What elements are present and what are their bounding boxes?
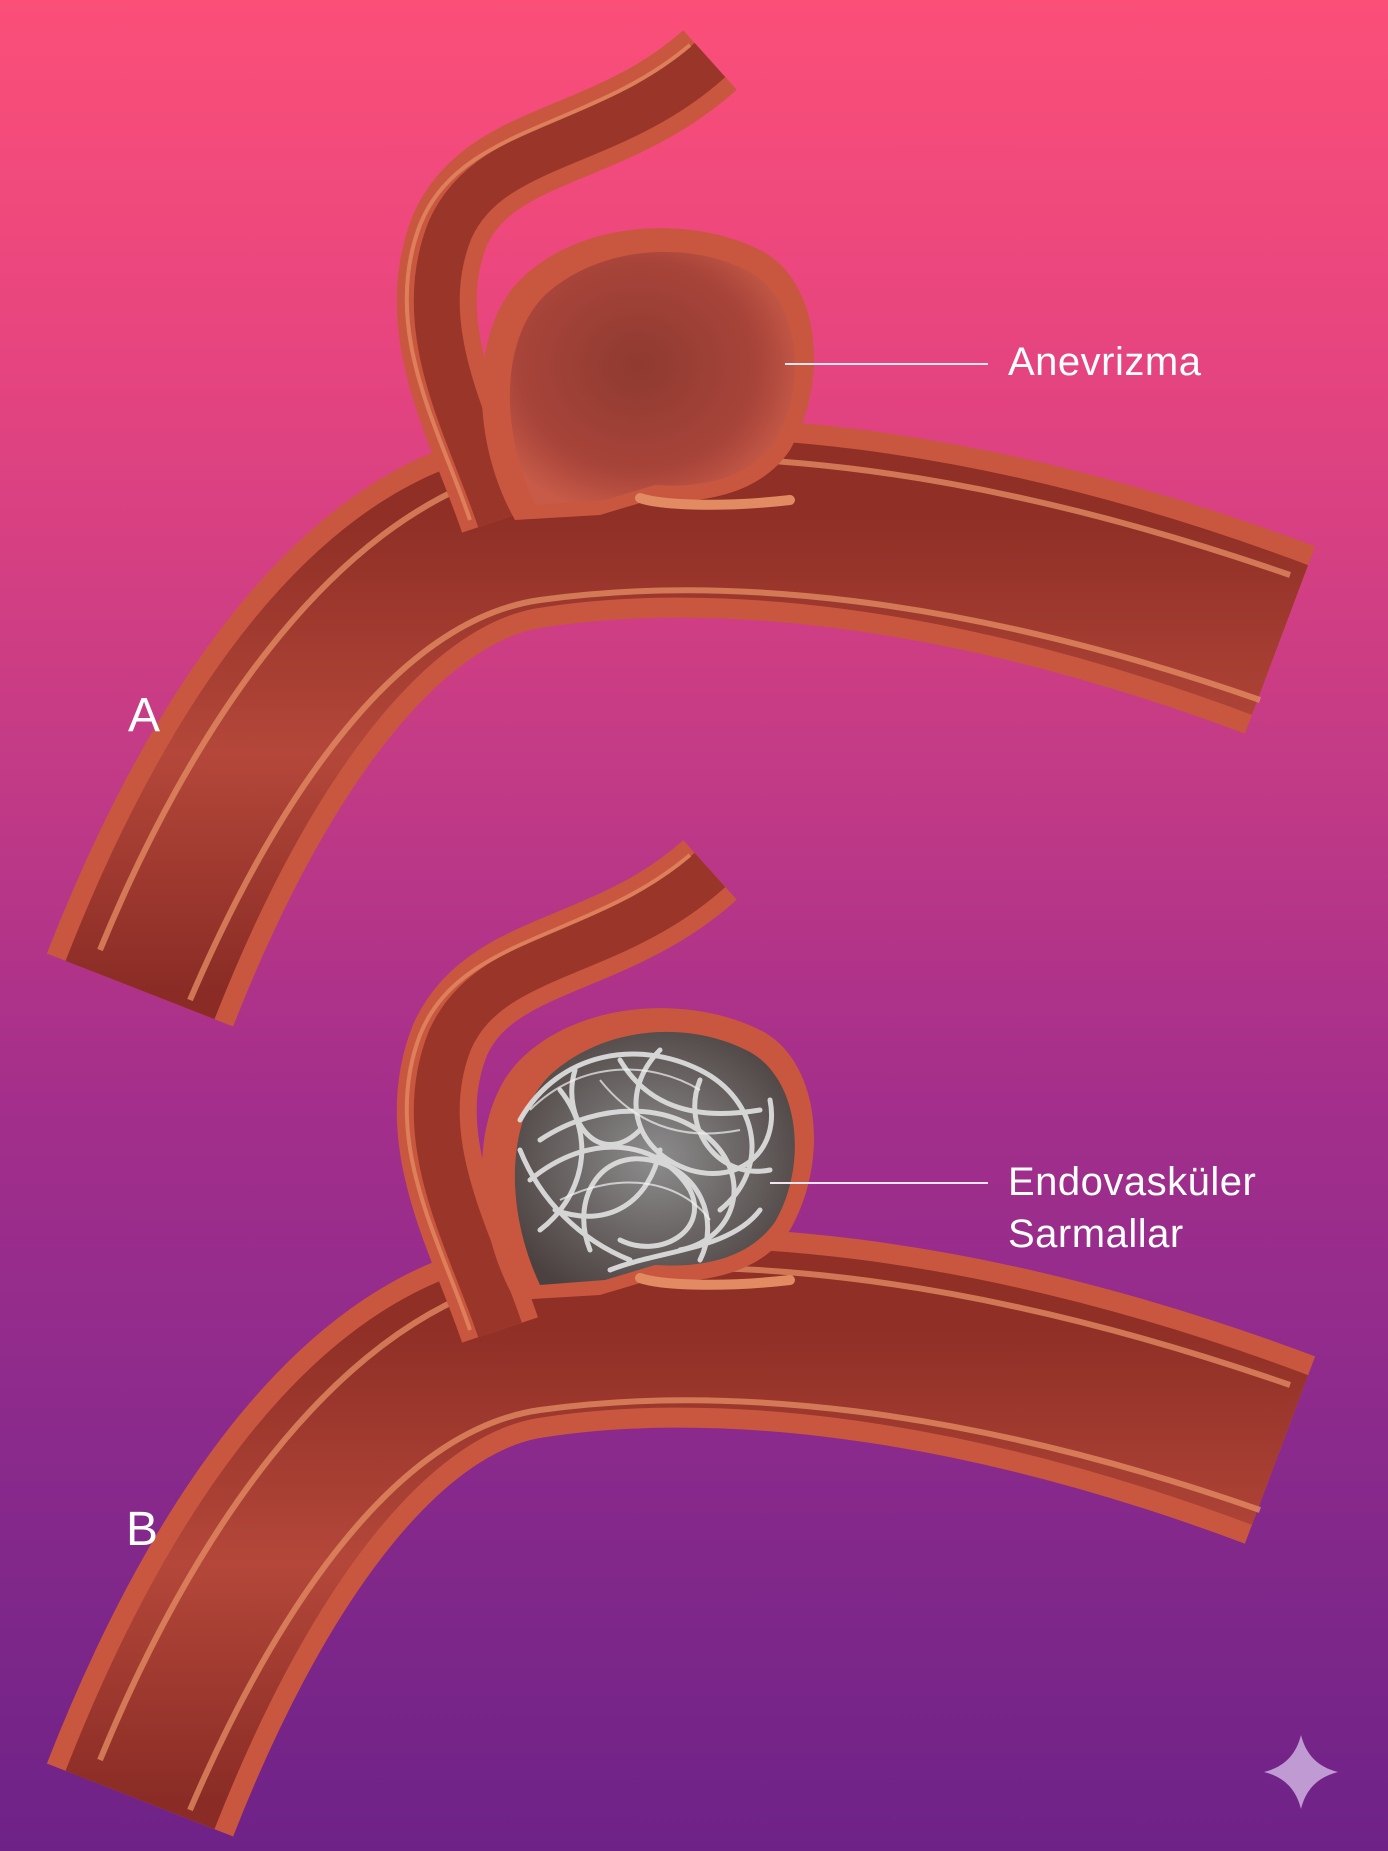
anevrizma-label: Anevrizma [1008,340,1202,384]
sparkle-icon [1264,1735,1338,1809]
panel-b-letter: B [126,1503,159,1556]
panel-a-vessel [46,29,1316,1027]
coils-label-line-1: Endovasküler [1008,1160,1257,1204]
panel-a-letter: A [128,689,161,742]
endovascular-coils [517,1047,774,1273]
coils-label-line-2: Sarmallar [1008,1212,1184,1256]
panel-b-vessel [46,839,1316,1837]
coils-label: Endovasküler Sarmallar [1008,1156,1256,1260]
